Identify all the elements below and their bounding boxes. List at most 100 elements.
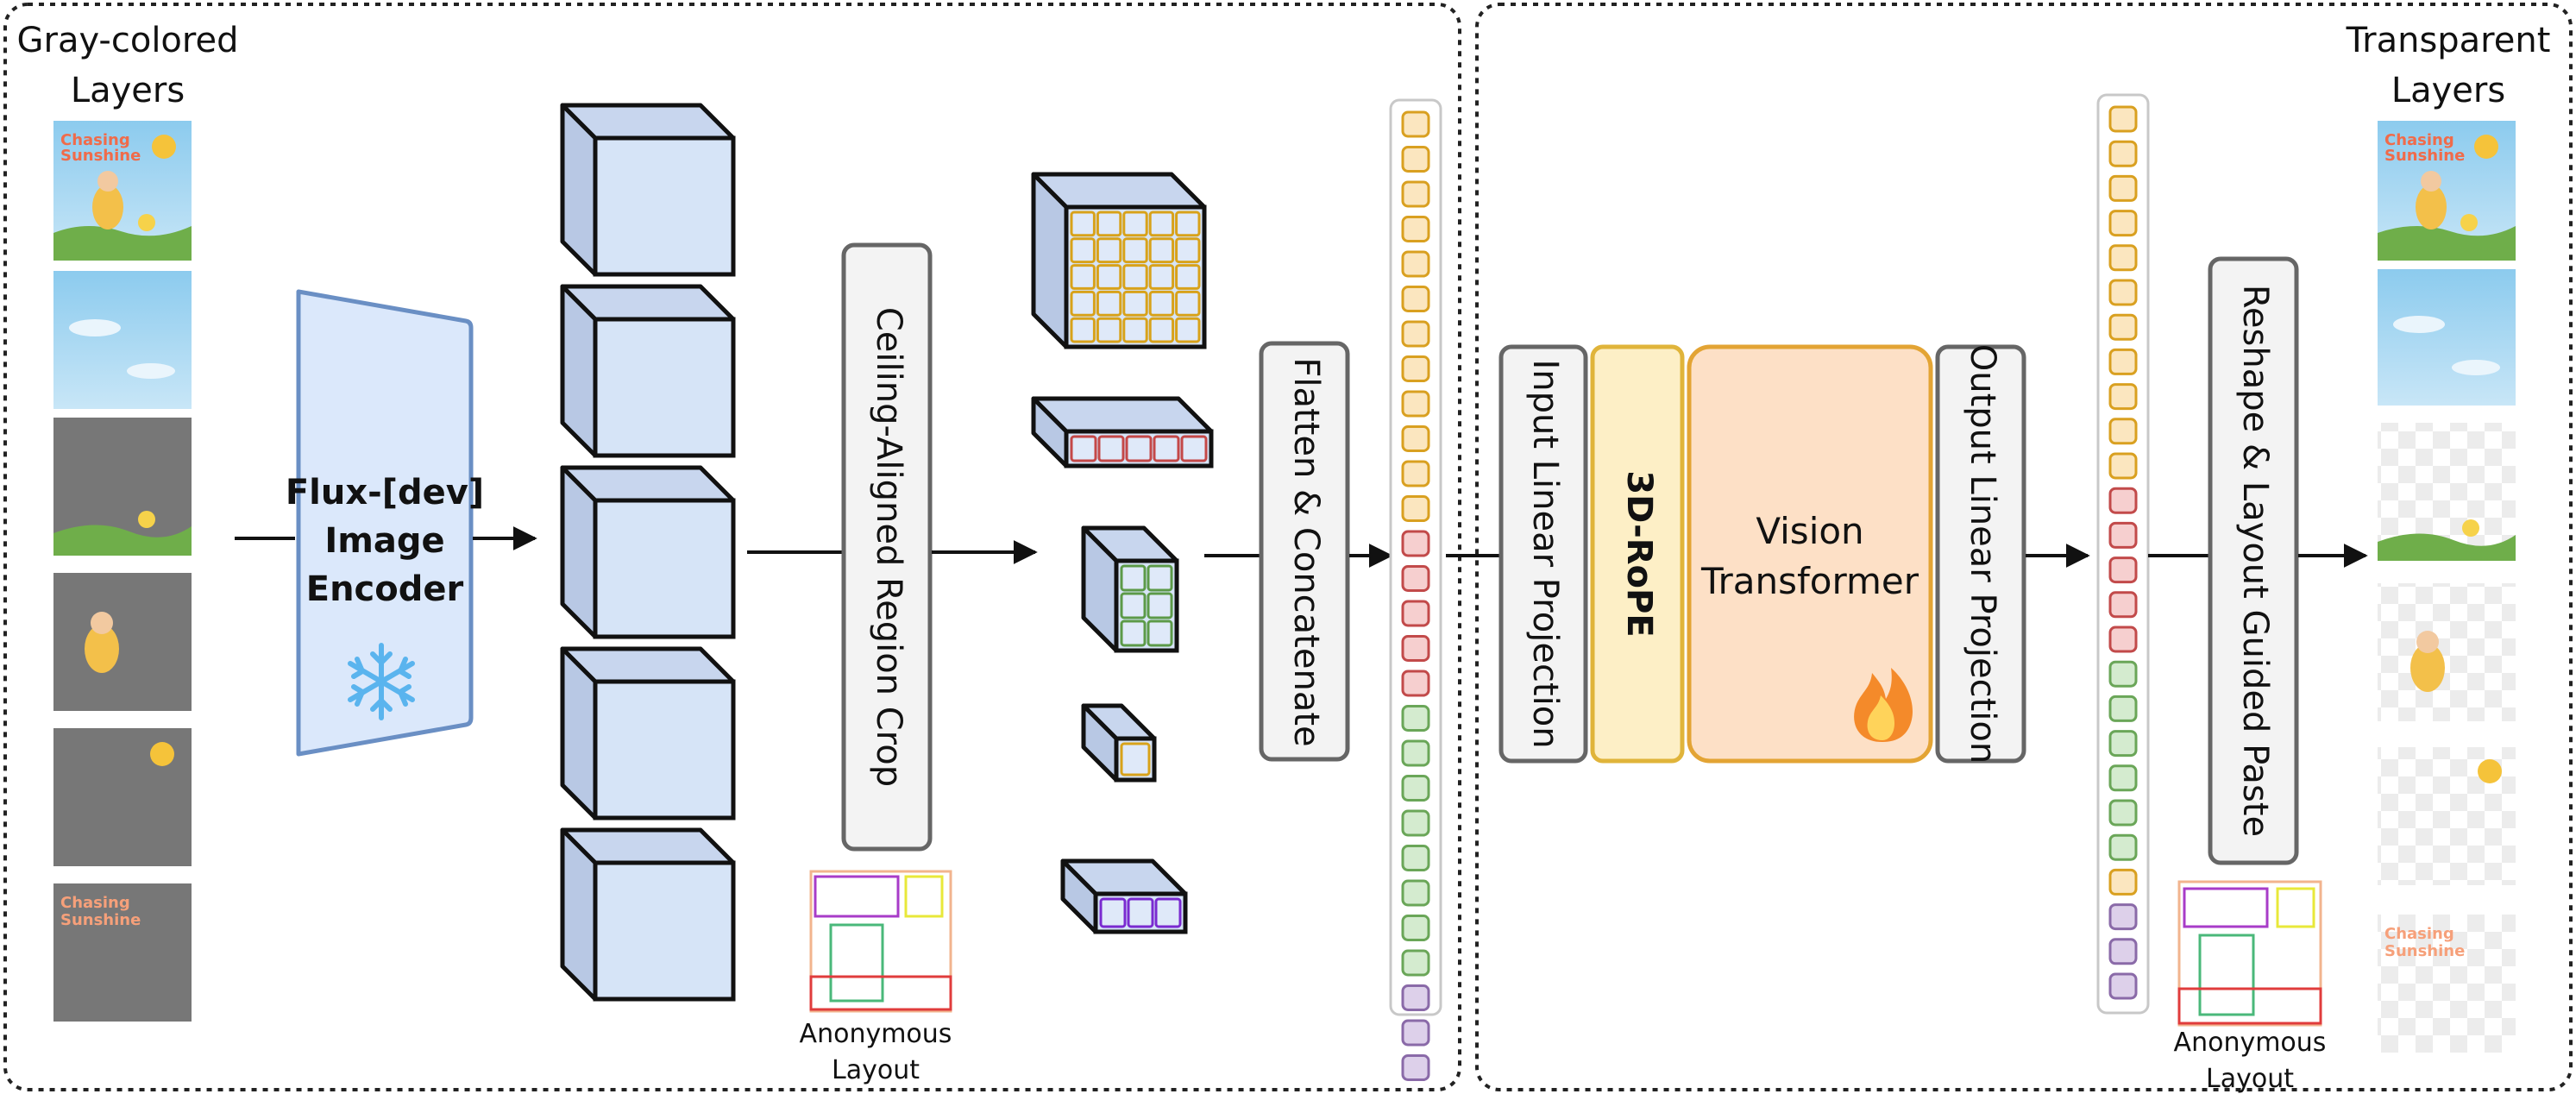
left-thumb-text-1: Chasing (60, 894, 130, 912)
right-token-token (2108, 244, 2138, 272)
right-token-token (2108, 140, 2138, 167)
layout-right-label-1: Anonymous (2174, 1028, 2327, 1058)
fire-icon (1854, 668, 1913, 742)
left-token-token (1401, 1054, 1430, 1081)
input-projection-label: Input Linear Projection (1525, 359, 1565, 748)
left-token-token (1401, 250, 1430, 278)
right-token-token (2108, 348, 2138, 375)
left-thumbnail-child (53, 573, 192, 711)
right-thumbnail-sun (2378, 747, 2516, 885)
right-token-token (2108, 279, 2138, 306)
left-thumbnail-sky (53, 271, 192, 409)
encoder-label-2: Image (324, 521, 444, 561)
right-token-token (2108, 833, 2138, 861)
right-thumb-text-1: Chasing (2384, 925, 2454, 943)
left-token-token (1401, 390, 1430, 418)
right-token-token (2108, 521, 2138, 549)
right-thumbnail-child (2378, 583, 2516, 721)
right-token-token (2108, 556, 2138, 584)
right-token-token (2108, 383, 2138, 411)
token-column-left (1389, 98, 1442, 1081)
right-thumbnail-sky (2378, 269, 2516, 406)
left-token-token (1401, 460, 1430, 487)
token-column-right (2096, 93, 2150, 1015)
left-token-token (1401, 495, 1430, 522)
left-token-token (1401, 670, 1430, 697)
right-token-token (2108, 452, 2138, 480)
right-token-token (2108, 660, 2138, 688)
right-token-token (2108, 591, 2138, 619)
feature-cube-1 (560, 103, 736, 277)
left-token-token (1401, 180, 1430, 208)
right-panel-frame (1475, 3, 2573, 1091)
left-thumbnail-composite: Chasing Sunshine (53, 121, 192, 261)
left-token-token (1401, 775, 1430, 802)
layout-left-label-1: Anonymous (800, 1019, 952, 1049)
output-projection-label: Output Linear Projection (1963, 344, 2002, 764)
right-token-token (2108, 868, 2138, 896)
feature-cube-4 (560, 646, 736, 820)
feature-cube-3 (560, 465, 736, 639)
right-thumb-title-2: Sunshine (2384, 147, 2465, 165)
left-token-token (1401, 146, 1430, 173)
image-encoder: Flux-[dev] Image Encoder (286, 289, 484, 757)
right-panel-title-2: Layers (2391, 71, 2505, 110)
left-token-token (1401, 739, 1430, 767)
left-token-token (1401, 216, 1430, 242)
right-token-token (2108, 938, 2138, 965)
encoder-label-3: Encoder (306, 569, 464, 609)
left-thumb-title-2: Sunshine (60, 147, 141, 165)
right-token-token (2108, 730, 2138, 758)
right-token-token (2108, 418, 2138, 445)
left-token-token (1401, 984, 1430, 1011)
vision-transformer-block: Vision Transformer (1687, 344, 1933, 764)
right-token-token (2108, 105, 2138, 133)
input-projection-block: Input Linear Projection (1498, 344, 1588, 764)
left-panel-title-1: Gray-colored (17, 21, 239, 60)
right-token-token (2108, 972, 2138, 1000)
right-token-token (2108, 799, 2138, 827)
vit-label-1: Vision (1756, 510, 1863, 552)
right-token-token (2108, 903, 2138, 931)
left-panel-frame (3, 3, 1461, 1091)
right-token-token (2108, 174, 2138, 202)
right-token-token (2108, 695, 2138, 722)
reshape-block: Reshape & Layout Guided Paste (2208, 256, 2299, 865)
right-token-token (2108, 487, 2138, 514)
left-thumbnail-grass (53, 418, 192, 556)
output-projection-block: Output Linear Projection (1935, 344, 2026, 764)
reshape-label: Reshape & Layout Guided Paste (2235, 285, 2275, 837)
crop-label: Ceiling-Aligned Region Crop (869, 307, 908, 787)
right-panel-title-1: Transparent (2346, 21, 2551, 60)
left-token-token (1401, 286, 1430, 312)
left-token-token (1401, 110, 1430, 138)
left-token-token (1401, 425, 1430, 452)
crop-cube-tall (1081, 525, 1179, 653)
right-thumbnail-title-text: Chasing Sunshine (2378, 915, 2516, 1053)
left-thumbnail-sun (53, 728, 192, 866)
right-token-token (2108, 626, 2138, 653)
crop-cube-large (1031, 172, 1207, 349)
cropped-feature-cubes (1031, 172, 1214, 934)
left-token-token (1401, 949, 1430, 977)
rope-label: 3D-RoPE (1619, 470, 1659, 637)
crop-cube-wide (1031, 396, 1214, 468)
layout-right-label-2: Layout (2206, 1064, 2294, 1094)
flatten-label: Flatten & Concatenate (1286, 357, 1326, 746)
snowflake-icon (348, 643, 415, 720)
left-token-token (1401, 600, 1430, 627)
right-token-token (2108, 210, 2138, 237)
left-token-token (1401, 530, 1430, 557)
left-token-token (1401, 915, 1430, 941)
feature-cubes (560, 103, 736, 1002)
anonymous-layout-left: Anonymous Layout (800, 870, 952, 1085)
left-token-token (1401, 1019, 1430, 1047)
left-token-token (1401, 320, 1430, 348)
right-token-token (2108, 764, 2138, 792)
vit-label-2: Transformer (1700, 560, 1919, 602)
left-token-token (1401, 705, 1430, 732)
left-token-token (1401, 635, 1430, 662)
right-thumbnail-composite: Chasing Sunshine (2378, 121, 2516, 261)
left-token-token (1401, 355, 1430, 382)
